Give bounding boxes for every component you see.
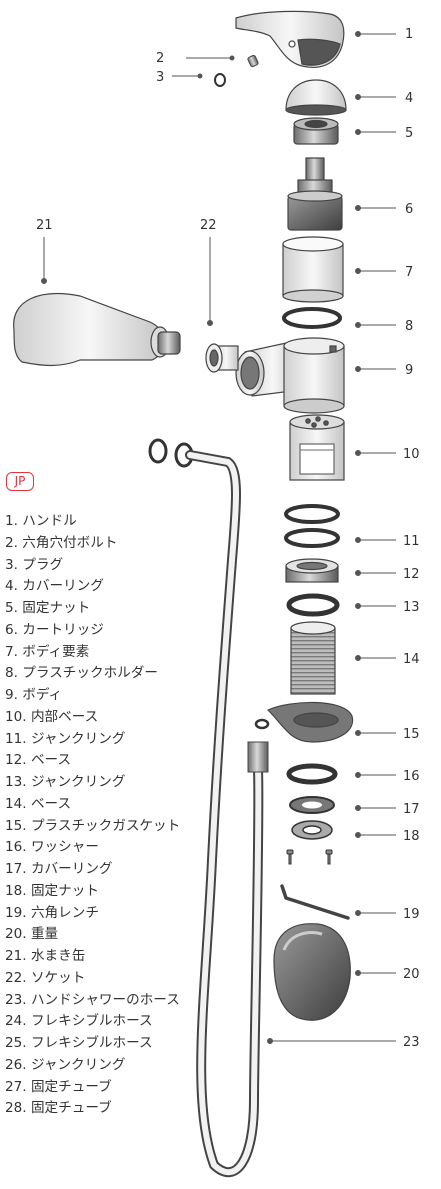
legend-item: 17. カバーリング	[5, 861, 113, 877]
language-badge: JP	[6, 472, 34, 491]
callout-12: 12	[403, 567, 420, 582]
handle-part	[235, 10, 345, 68]
callout-18: 18	[403, 829, 420, 844]
hex-key-part	[280, 884, 350, 920]
plug-part	[214, 73, 226, 87]
legend-item: 18. 固定ナット	[5, 882, 99, 899]
hand-shower-part	[13, 293, 181, 367]
inner-base-part	[289, 414, 345, 481]
legend-item: 2. 六角穴付ボルト	[5, 534, 118, 551]
callout-2: 2	[156, 51, 164, 66]
plastic-holder-part	[282, 307, 342, 329]
callout-20: 20	[403, 967, 420, 982]
callout-5: 5	[405, 126, 413, 141]
callout-8: 8	[405, 319, 413, 334]
washer-part	[286, 763, 338, 785]
fixing-nut-part	[293, 117, 339, 145]
legend-item: 10. 内部ベース	[5, 708, 99, 725]
callout-10: 10	[403, 447, 420, 462]
callout-7: 7	[405, 265, 413, 280]
legend-item: 6. カートリッジ	[5, 621, 104, 638]
junk-ring-part	[286, 593, 340, 617]
weight-part	[273, 923, 351, 1021]
legend-item: 26. ジャンクリング	[5, 1056, 126, 1073]
legend-item: 27. 固定チューブ	[5, 1078, 112, 1095]
fixing-nut-part	[291, 820, 333, 840]
callout-3: 3	[156, 70, 164, 85]
legend-item: 9. ボディ	[5, 687, 63, 703]
plastic-gasket-part	[266, 701, 354, 743]
legend-item: 5. 固定ナット	[5, 600, 91, 616]
legend-item: 8. プラスチックホルダー	[5, 665, 158, 682]
legend-item: 28. 固定チューブ	[5, 1100, 112, 1117]
leader-lines	[41, 31, 396, 1044]
legend-item: 15. プラスチックガスケット	[5, 817, 181, 834]
hex-bolt-part	[247, 54, 259, 68]
legend-item: 21. 水まき缶	[5, 948, 86, 964]
base-ring-part	[285, 558, 339, 583]
legend-item: 11. ジャンクリング	[5, 730, 126, 747]
callout-19: 19	[403, 907, 420, 922]
body-element-part	[282, 236, 344, 303]
legend-item: 25. フレキシブルホース	[5, 1035, 153, 1051]
legend-item: 24. フレキシブルホース	[5, 1013, 153, 1030]
callout-17: 17	[403, 802, 420, 817]
legend-item: 14. ベース	[5, 795, 72, 812]
junk-ring-part	[284, 504, 340, 548]
legend-item: 22. ソケット	[5, 969, 86, 986]
callout-9: 9	[405, 363, 413, 378]
legend-item: 3. プラグ	[5, 556, 64, 573]
legend-item: 12. ベース	[5, 752, 72, 769]
hose-ring-part	[148, 438, 194, 468]
callout-labels: 1 2 3 4 5 6 7 8 9 10 11 12 13 14 15 16 1…	[36, 27, 420, 1050]
callout-21: 21	[36, 218, 53, 233]
callout-14: 14	[403, 652, 420, 667]
legend-item: 1. ハンドル	[5, 513, 77, 529]
legend-item: 13. ジャンクリング	[5, 774, 126, 790]
legend-item: 4. カバーリング	[5, 578, 104, 595]
cartridge-part	[287, 157, 343, 231]
cover-ring-part	[285, 79, 347, 116]
callout-11: 11	[403, 534, 420, 549]
callout-4: 4	[405, 91, 413, 106]
callout-6: 6	[405, 202, 413, 217]
legend-item: 19. 六角レンチ	[5, 904, 99, 921]
threaded-base-part	[290, 621, 336, 695]
callout-16: 16	[403, 769, 420, 784]
legend-item: 16. ワッシャー	[5, 839, 99, 856]
callout-23: 23	[403, 1035, 420, 1050]
screw-part	[286, 849, 333, 865]
parts-legend: 1. ハンドル 2. 六角穴付ボルト 3. プラグ 4. カバーリング 5. 固…	[5, 511, 180, 1120]
cover-ring-part	[289, 796, 335, 814]
legend-item: 7. ボディ要素	[5, 643, 90, 660]
socket-part	[205, 343, 239, 373]
callout-1: 1	[405, 27, 413, 42]
callout-13: 13	[403, 600, 420, 615]
callout-22: 22	[200, 218, 217, 233]
callout-15: 15	[403, 727, 420, 742]
hand-shower-hose-part	[185, 450, 270, 1178]
legend-item: 20. 重量	[5, 926, 59, 943]
body-part	[235, 337, 345, 414]
legend-item: 23. ハンドシャワーのホース	[5, 991, 180, 1008]
